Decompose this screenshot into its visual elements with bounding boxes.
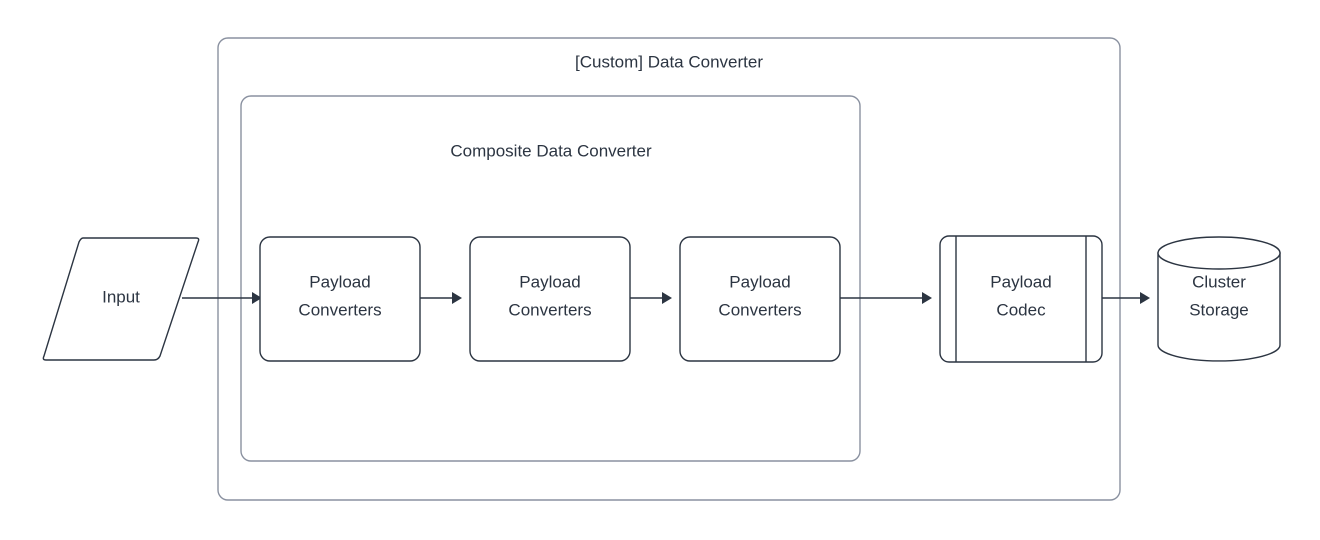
payload-converters-1-box[interactable] xyxy=(259,236,421,362)
payload-codec-box[interactable] xyxy=(939,235,1103,363)
payload-converters-2-label-line1: Payload xyxy=(519,272,580,291)
payload-converters-2-box[interactable] xyxy=(469,236,631,362)
arrowhead-icon xyxy=(662,292,672,304)
edge-input-to-payload-converters-1 xyxy=(182,292,262,304)
node-payload-codec[interactable]: Payload Codec xyxy=(939,235,1103,363)
payload-codec-label-line2: Codec xyxy=(996,300,1046,319)
node-input[interactable]: Input xyxy=(42,237,200,361)
cluster-storage-body[interactable] xyxy=(1157,252,1281,362)
node-payload-converters-1[interactable]: Payload Converters xyxy=(259,236,421,362)
node-payload-converters-2[interactable]: Payload Converters xyxy=(469,236,631,362)
payload-converters-3-box[interactable] xyxy=(679,236,841,362)
payload-converters-2-label-line2: Converters xyxy=(508,300,591,319)
input-parallelogram-shape[interactable] xyxy=(42,237,200,361)
cluster-storage-top-ellipse xyxy=(1157,236,1281,270)
input-label: Input xyxy=(102,287,140,306)
node-payload-converters-3[interactable]: Payload Converters xyxy=(679,236,841,362)
node-cluster-storage[interactable]: Cluster Storage xyxy=(1157,236,1281,362)
arrowhead-icon xyxy=(922,292,932,304)
edge-payload-converters-3-to-payload-codec xyxy=(840,292,932,304)
custom-data-converter-label: [Custom] Data Converter xyxy=(575,52,763,71)
edge-payload-converters-2-to-3 xyxy=(630,292,672,304)
arrowhead-icon xyxy=(452,292,462,304)
payload-codec-label-line1: Payload xyxy=(990,272,1051,291)
payload-converters-3-label-line1: Payload xyxy=(729,272,790,291)
payload-converters-3-label-line2: Converters xyxy=(718,300,801,319)
payload-converters-1-label-line2: Converters xyxy=(298,300,381,319)
arrowhead-icon xyxy=(252,292,262,304)
payload-converters-1-label-line1: Payload xyxy=(309,272,370,291)
arrowhead-icon xyxy=(1140,292,1150,304)
edge-payload-codec-to-cluster-storage xyxy=(1102,292,1150,304)
cluster-storage-label-line2: Storage xyxy=(1189,300,1249,319)
cluster-storage-label-line1: Cluster xyxy=(1192,272,1246,291)
composite-data-converter-label: Composite Data Converter xyxy=(450,141,652,160)
edge-payload-converters-1-to-2 xyxy=(420,292,462,304)
